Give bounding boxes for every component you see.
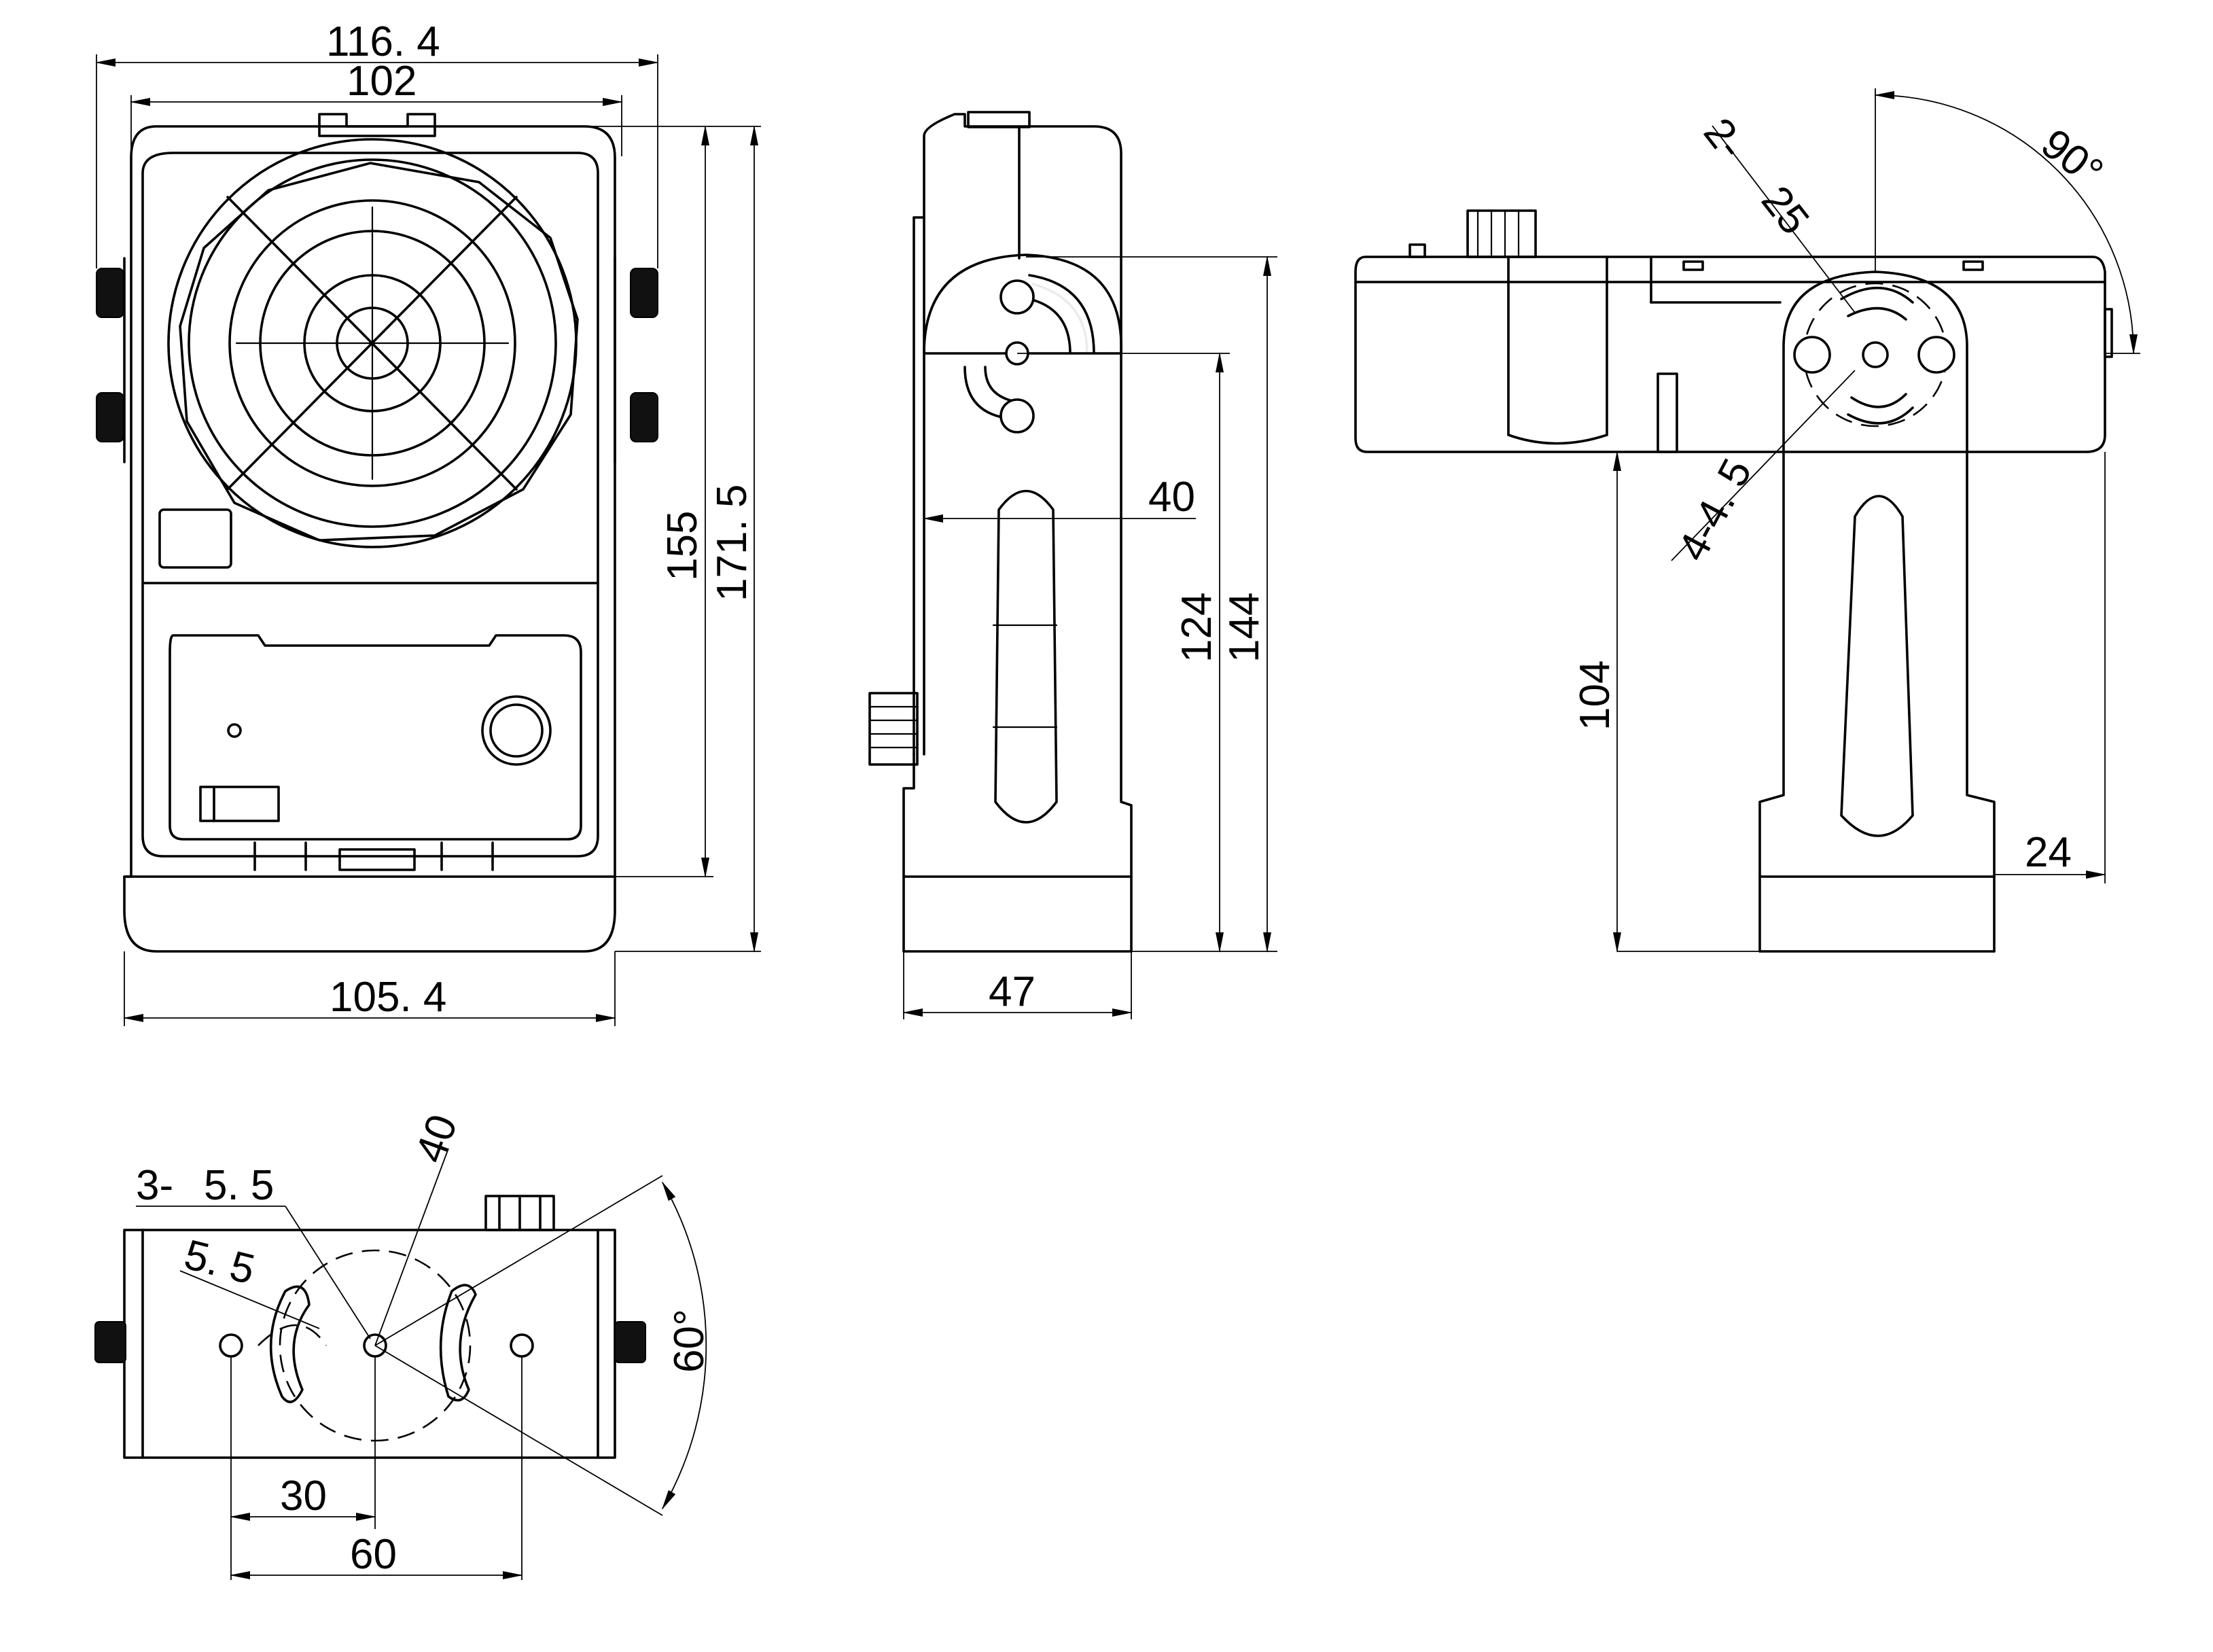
front-view: 116. 4 102 105. 4 155 171. 5 (95, 18, 761, 1026)
bottom-view: 3- 5. 5 5. 5 40 60° 30 60 (94, 1108, 713, 1580)
dim-hinge-holes-dia: 25 (1752, 177, 1818, 243)
dim-rear-offset: 24 (2025, 829, 2072, 876)
dim-hinge-holes: 2- (1695, 109, 1754, 168)
fan-guard (167, 138, 579, 548)
dim-hinge-offset: 40 (1148, 474, 1195, 521)
dim-width-overall: 116. 4 (326, 18, 440, 65)
dim-rotate-angle: 60° (666, 1309, 713, 1373)
dim-width-base: 105. 4 (330, 974, 446, 1021)
dim-mount-holes: 3- (136, 1162, 173, 1209)
dim-pivot-height: 124 (1173, 593, 1220, 663)
dim-top-height: 144 (1221, 593, 1268, 663)
dim-slot-width: 5. 5 (180, 1231, 260, 1294)
dim-height-overall: 171. 5 (709, 485, 756, 601)
dim-slots: 4-4. 5 (1669, 451, 1760, 568)
dim-bolt-circle: 40 (406, 1108, 466, 1168)
dim-width-top: 102 (347, 58, 417, 105)
dim-height-body: 155 (659, 511, 706, 581)
dim-stand-height: 104 (1572, 661, 1618, 731)
dim-depth: 47 (989, 968, 1035, 1015)
dim-tilt-angle: 90° (2032, 120, 2111, 196)
dim-half-spacing: 30 (280, 1473, 327, 1519)
top-view: 2- 25 4-4. 5 90° 104 24 (1354, 88, 2140, 953)
dim-mount-holes-dia: 5. 5 (204, 1162, 274, 1209)
dim-hole-spacing: 60 (350, 1531, 397, 1578)
side-view: 40 124 144 47 (868, 111, 1277, 1019)
